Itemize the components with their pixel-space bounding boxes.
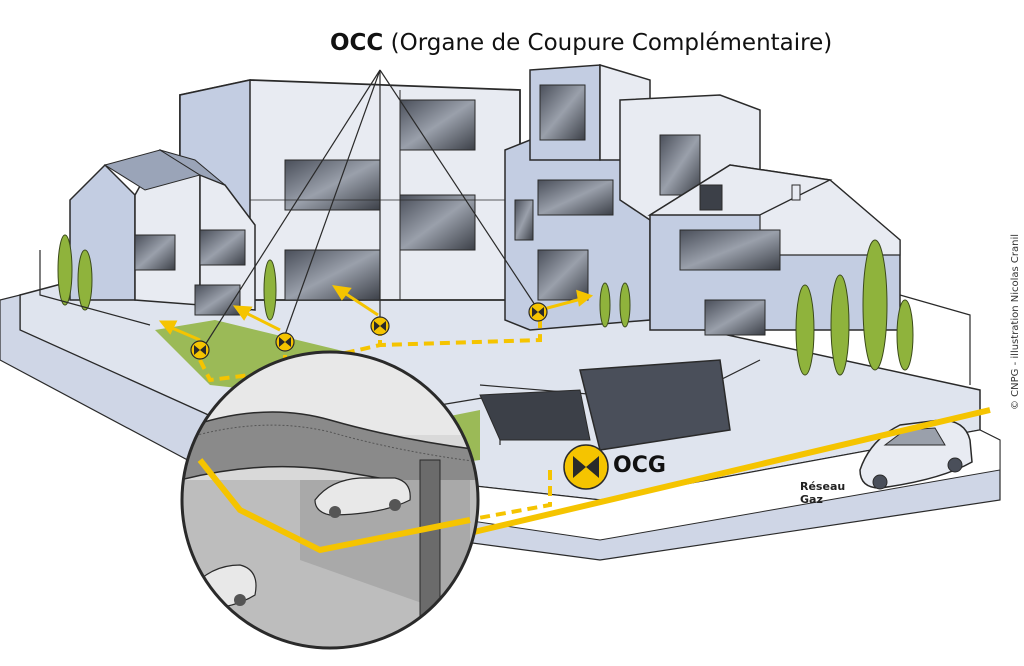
valves-occ [190, 302, 548, 360]
tree-icon [795, 284, 815, 376]
occ-full: (Organe de Coupure Complémentaire) [390, 30, 833, 56]
gas-network-label-line1: Réseau [800, 480, 846, 493]
tree-icon [862, 239, 888, 371]
occ-abbr: OCC [330, 30, 384, 56]
tree-icon [896, 299, 914, 371]
arrows [158, 285, 594, 342]
page-title: OCC (Organe de Coupure Complémentaire) [330, 30, 832, 56]
tree-icon [599, 282, 611, 328]
gate [479, 359, 731, 451]
tree-icon [77, 249, 93, 311]
car-icon [314, 477, 411, 518]
valve-icon [528, 302, 548, 322]
building-main [179, 79, 521, 311]
tree-icon [57, 234, 73, 306]
gas-network-label-line2: Gaz [800, 493, 823, 506]
credit-text: © CNPG - illustration Nicolas Cranil [1010, 233, 1021, 410]
tree-icon [619, 282, 631, 328]
building-houses-left [69, 148, 256, 316]
trees [57, 234, 914, 376]
occ-leader-lines [204, 69, 536, 346]
gas-network-label: Réseau Gaz [800, 480, 860, 506]
valve-icon [190, 340, 210, 360]
zoom-detail [180, 350, 480, 650]
arrow-icon [539, 296, 586, 312]
ocg-label: OCG [613, 453, 666, 478]
tree-icon [830, 274, 850, 376]
valve-ocg [563, 444, 609, 490]
valve-icon [275, 332, 295, 352]
tree-icon [263, 259, 277, 321]
valve-icon [370, 316, 390, 336]
